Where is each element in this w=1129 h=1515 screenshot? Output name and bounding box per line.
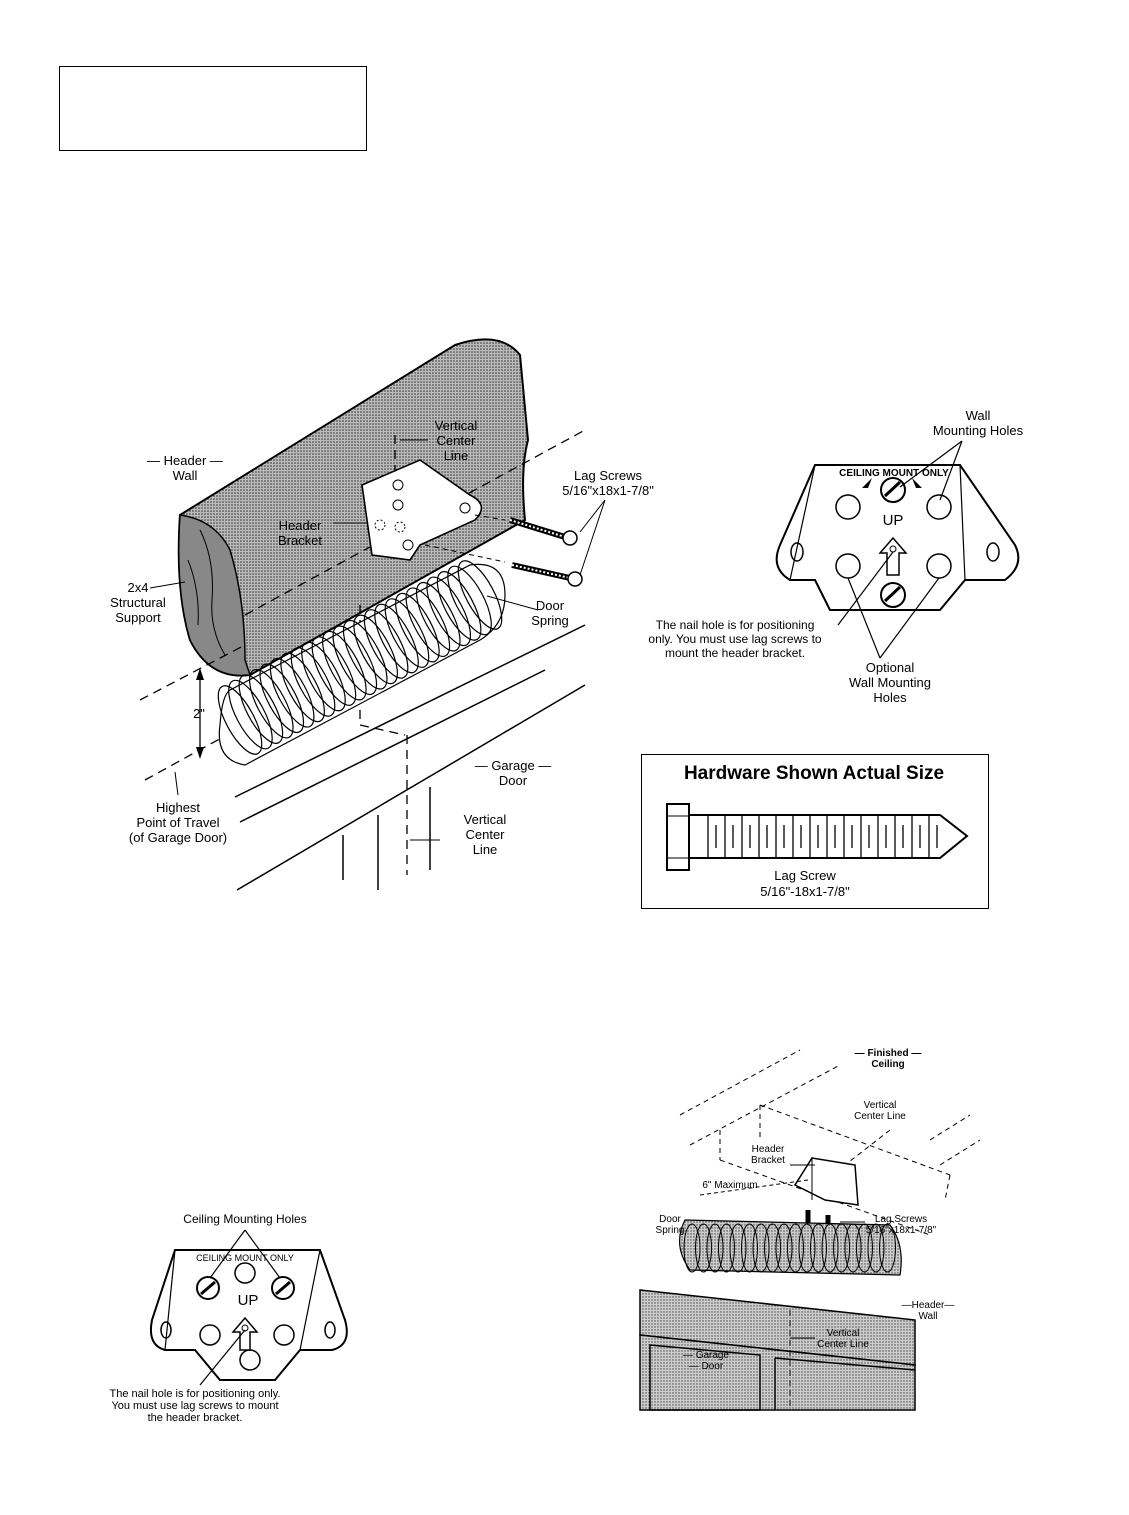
label-ceiling-mounting-holes: Ceiling Mounting Holes <box>183 1212 307 1226</box>
label-ceiling-vertical-center-line-bottom: Vertical Center Line <box>817 1328 869 1350</box>
label-garage-door: — Garage — Door <box>474 758 552 788</box>
label-optional-holes: Optional Wall Mounting Holes <box>849 660 931 705</box>
label-ceiling-lag-screws: Lag Screws 5/16"x18x1-7/8" <box>865 1214 937 1236</box>
ceiling-bracket-stamp: CEILING MOUNT ONLY <box>196 1253 294 1263</box>
label-nail-note: The nail hole is for positioning only. Y… <box>648 618 822 660</box>
lag-screw-2 <box>511 562 583 587</box>
label-header-bracket: Header Bracket <box>277 518 323 548</box>
label-highest-point: Highest Point of Travel (of Garage Door) <box>128 800 228 845</box>
label-vertical-center-line-top: Vertical Center Line <box>434 418 478 463</box>
door-spring <box>217 560 506 766</box>
header-bracket <box>361 459 483 561</box>
bracket-stamp: CEILING MOUNT ONLY <box>839 468 949 479</box>
hardware-size: 5/16"-18x1-7/8" <box>760 884 850 899</box>
label-wall-mounting-holes: Wall Mounting Holes <box>932 408 1024 438</box>
label-ceiling-garage-door: — Garage — Door <box>682 1350 730 1372</box>
label-six-max: 6" Maximum <box>702 1180 758 1191</box>
lag-screw-1 <box>509 517 578 546</box>
hardware-box <box>641 754 989 909</box>
hardware-title: Hardware Shown Actual Size <box>683 763 945 784</box>
label-ceiling-header-bracket: Header Bracket <box>751 1144 785 1166</box>
label-structural-support: 2x4 Structural Support <box>110 580 166 625</box>
label-vertical-center-line-bottom: Vertical Center Line <box>463 812 507 857</box>
label-finished-ceiling: — Finished — Ceiling <box>854 1048 922 1070</box>
bracket-up: UP <box>882 512 904 529</box>
ceiling-bracket-up: UP <box>237 1292 259 1309</box>
label-header-wall: — Header — Wall <box>147 453 223 483</box>
label-door-spring: Door Spring <box>531 598 569 628</box>
label-lag-screws: Lag Screws 5/16"x18x1-7/8" <box>562 468 654 498</box>
label-ceiling-vertical-center-line-top: Vertical Center Line <box>854 1100 906 1122</box>
caption-box <box>59 66 367 151</box>
label-ceiling-header-wall: —Header— Wall <box>901 1300 955 1322</box>
label-dimension: 2" <box>193 706 205 721</box>
hardware-name: Lag Screw <box>774 868 836 883</box>
label-ceiling-door-spring: Door Spring <box>655 1214 685 1236</box>
label-ceiling-nail-note: The nail hole is for positioning only. Y… <box>109 1388 281 1424</box>
